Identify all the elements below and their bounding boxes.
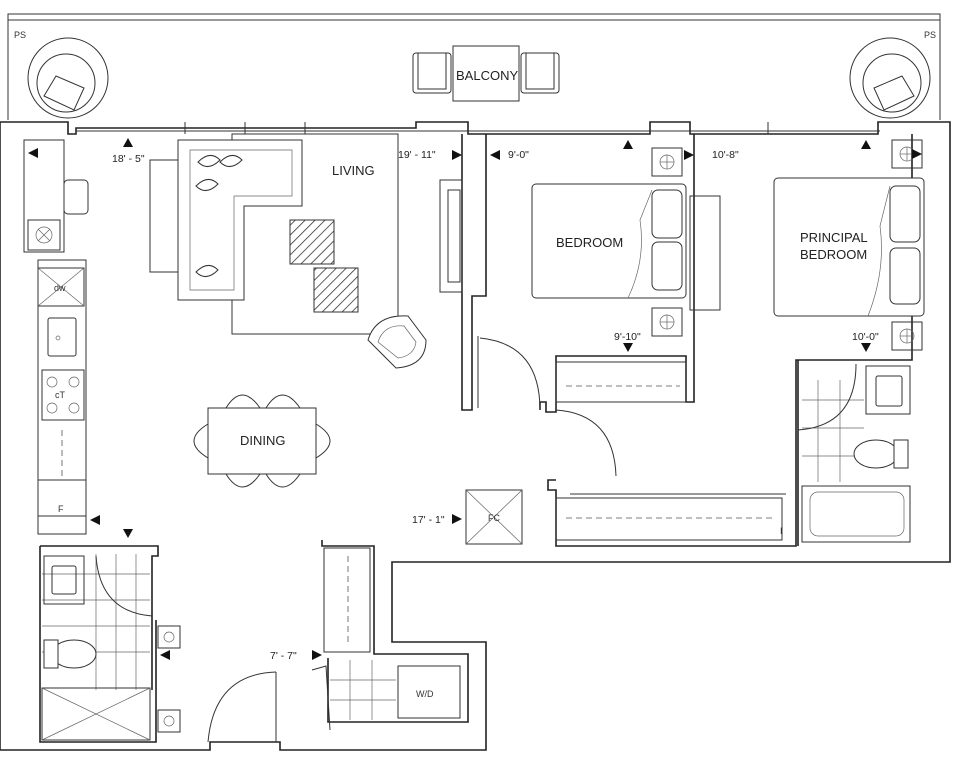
dining-table	[207, 407, 317, 475]
entry-door[interactable]	[207, 671, 277, 743]
fan-coil	[465, 489, 523, 545]
arrow-icon	[452, 150, 462, 160]
accent-chair	[367, 315, 427, 369]
dim-living: 18' - 5"	[112, 153, 145, 165]
balcony-table	[452, 45, 520, 102]
ensuite-tub	[801, 485, 911, 543]
bath-outlet-2	[157, 709, 181, 733]
cooktop	[41, 369, 85, 421]
principal-bed	[773, 177, 925, 317]
dim-hall: 17' - 1"	[412, 514, 445, 526]
dim-entry: 7' - 7"	[270, 650, 297, 662]
room-label-dining: DINING	[240, 433, 286, 448]
bath-toilet	[51, 639, 97, 669]
arrow-icon	[312, 650, 322, 660]
lounge-chair-left	[27, 37, 109, 119]
desk-chair	[63, 179, 89, 215]
fridge	[37, 479, 87, 535]
hall-closet	[323, 547, 371, 653]
tv-console	[439, 179, 463, 293]
arrow-icon	[123, 529, 133, 538]
dim-living-depth: 19' - 11"	[398, 149, 436, 161]
dishwasher	[37, 267, 85, 307]
arrow-icon	[490, 150, 500, 160]
living-area	[149, 133, 463, 369]
dim-bedroom-depth: 9'-10"	[614, 331, 641, 343]
balcony-chair-left	[412, 52, 452, 94]
bath-outlet-1	[157, 625, 181, 649]
room-label-balcony: BALCONY	[456, 68, 518, 83]
ensuite-bath	[797, 363, 911, 543]
dim-bedroom-width: 9'-0"	[508, 149, 529, 161]
principal-outlet-bottom	[891, 321, 923, 351]
arrow-icon	[861, 140, 871, 149]
arrow-icon	[452, 514, 462, 524]
washer-dryer-label: W/D	[416, 689, 434, 699]
dining-area	[193, 394, 331, 488]
bedroom-outlet-bottom	[651, 307, 683, 337]
room-label-principal-1: PRINCIPAL	[800, 230, 868, 245]
room-label-bedroom: BEDROOM	[556, 235, 623, 250]
arrow-icon	[123, 138, 133, 147]
room-label-principal-2: BEDROOM	[800, 247, 867, 262]
main-bath	[41, 554, 181, 741]
ps-label-right: PS	[924, 30, 936, 40]
bath-tile-grid	[42, 554, 150, 690]
bedroom-nightstand	[689, 195, 721, 311]
bath-door[interactable]	[95, 555, 153, 617]
arrow-icon	[623, 140, 633, 149]
bedroom-outlet-top	[651, 147, 683, 177]
interior-walls	[39, 134, 913, 743]
arrow-icon	[623, 343, 633, 352]
ensuite-tile-grid	[802, 380, 864, 482]
ps-shaft	[27, 219, 61, 251]
linen-label: I	[780, 526, 783, 536]
dim-principal-depth: 10'-0"	[852, 331, 879, 343]
arrow-icon	[160, 650, 170, 660]
kitchen: dw cT F	[23, 139, 89, 535]
exterior-walls	[0, 121, 951, 751]
ps-label-left: PS	[14, 30, 26, 40]
ensuite-toilet	[853, 439, 899, 469]
arrow-icon	[90, 515, 100, 525]
balcony-chair-right	[520, 52, 560, 94]
bath-vanity	[43, 555, 85, 605]
laundry-tile-grid	[330, 660, 396, 720]
ensuite-vanity	[865, 365, 911, 415]
lounge-chair-right	[849, 37, 931, 119]
arrow-icon	[861, 343, 871, 352]
ensuite-door[interactable]	[797, 363, 857, 431]
fridge-label: F	[58, 504, 64, 514]
side-table-1	[289, 219, 335, 265]
media-unit	[149, 159, 181, 273]
side-table-2	[313, 267, 359, 313]
dim-principal-width: 10'-8"	[712, 149, 739, 161]
sofa-cushions	[195, 155, 243, 277]
arrow-icon	[912, 149, 922, 159]
washer-dryer	[397, 665, 461, 719]
kitchen-counter	[37, 259, 87, 517]
kitchen-sink	[47, 317, 77, 357]
arrow-icon	[684, 150, 694, 160]
cooktop-label: cT	[55, 390, 66, 400]
dishwasher-label: dw	[54, 283, 66, 293]
bedroom-door[interactable]	[479, 337, 541, 411]
balcony-area	[7, 13, 941, 120]
dimension-arrows	[28, 138, 922, 660]
fan-coil-label: FC	[488, 513, 500, 523]
entry-hall: FC W/D	[207, 409, 617, 743]
bedroom-closet	[555, 361, 687, 403]
principal-closet	[555, 497, 783, 541]
principal-bedroom: I	[555, 139, 925, 541]
bedroom	[477, 147, 721, 411]
hall-door[interactable]	[555, 409, 617, 477]
shower	[41, 687, 151, 741]
arrow-icon	[28, 148, 38, 158]
bedroom-bed	[531, 183, 687, 299]
room-label-living: LIVING	[332, 163, 375, 178]
sofa	[177, 139, 303, 301]
